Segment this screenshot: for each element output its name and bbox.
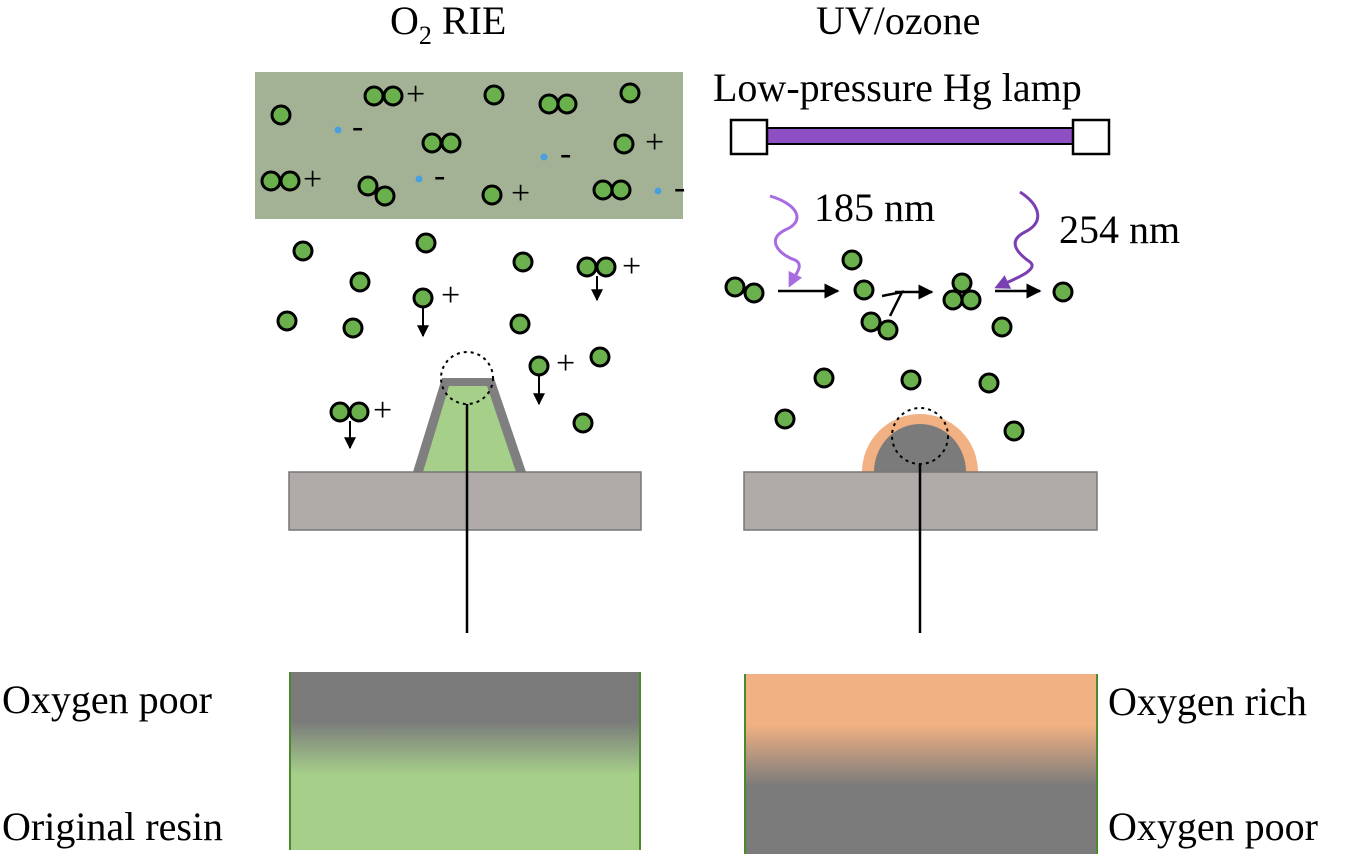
plus-sign: + bbox=[622, 248, 641, 285]
label-original-resin: Original resin bbox=[2, 804, 223, 849]
uvozone-title: UV/ozone bbox=[816, 0, 980, 43]
ion-arrows-left bbox=[344, 276, 603, 450]
label-oxygen-poor-left: Oxygen poor bbox=[2, 677, 212, 722]
depth-profile-right bbox=[745, 674, 1097, 854]
falling-oxygen-right bbox=[774, 367, 1025, 442]
label-oxygen-rich: Oxygen rich bbox=[1108, 679, 1307, 724]
lamp-label: Low-pressure Hg lamp bbox=[713, 65, 1082, 110]
substrate-left bbox=[288, 471, 642, 531]
uv-185-arrow bbox=[769, 194, 803, 288]
minus-sign: - bbox=[560, 135, 571, 172]
plus-sign: + bbox=[645, 124, 664, 161]
plus-sign: + bbox=[441, 277, 460, 314]
reaction-arrows bbox=[778, 283, 1042, 317]
wavelength-254: 254 nm bbox=[1059, 207, 1180, 252]
rie-title: O2 RIE bbox=[390, 0, 506, 50]
plasma-particles bbox=[260, 82, 641, 207]
depth-profile-left bbox=[290, 672, 640, 850]
label-oxygen-poor-right: Oxygen poor bbox=[1108, 804, 1318, 849]
resin-core bbox=[423, 386, 516, 472]
minus-sign: - bbox=[674, 169, 685, 206]
minus-sign: - bbox=[352, 108, 363, 145]
plus-sign: + bbox=[406, 76, 425, 113]
resin-core-right bbox=[874, 424, 966, 472]
wavelength-185: 185 nm bbox=[814, 185, 935, 230]
hg-lamp bbox=[729, 118, 1111, 156]
zoom-circle-left bbox=[440, 351, 494, 405]
plus-sign: + bbox=[373, 392, 392, 429]
plus-sign: + bbox=[556, 345, 575, 382]
plus-sign: + bbox=[511, 175, 530, 212]
electrons bbox=[334, 126, 662, 195]
ozone-reaction bbox=[724, 249, 1074, 341]
minus-sign: - bbox=[434, 157, 445, 194]
uv-254-arrow bbox=[994, 190, 1039, 289]
falling-oxygen-left bbox=[276, 232, 617, 434]
plus-sign: + bbox=[303, 161, 322, 198]
